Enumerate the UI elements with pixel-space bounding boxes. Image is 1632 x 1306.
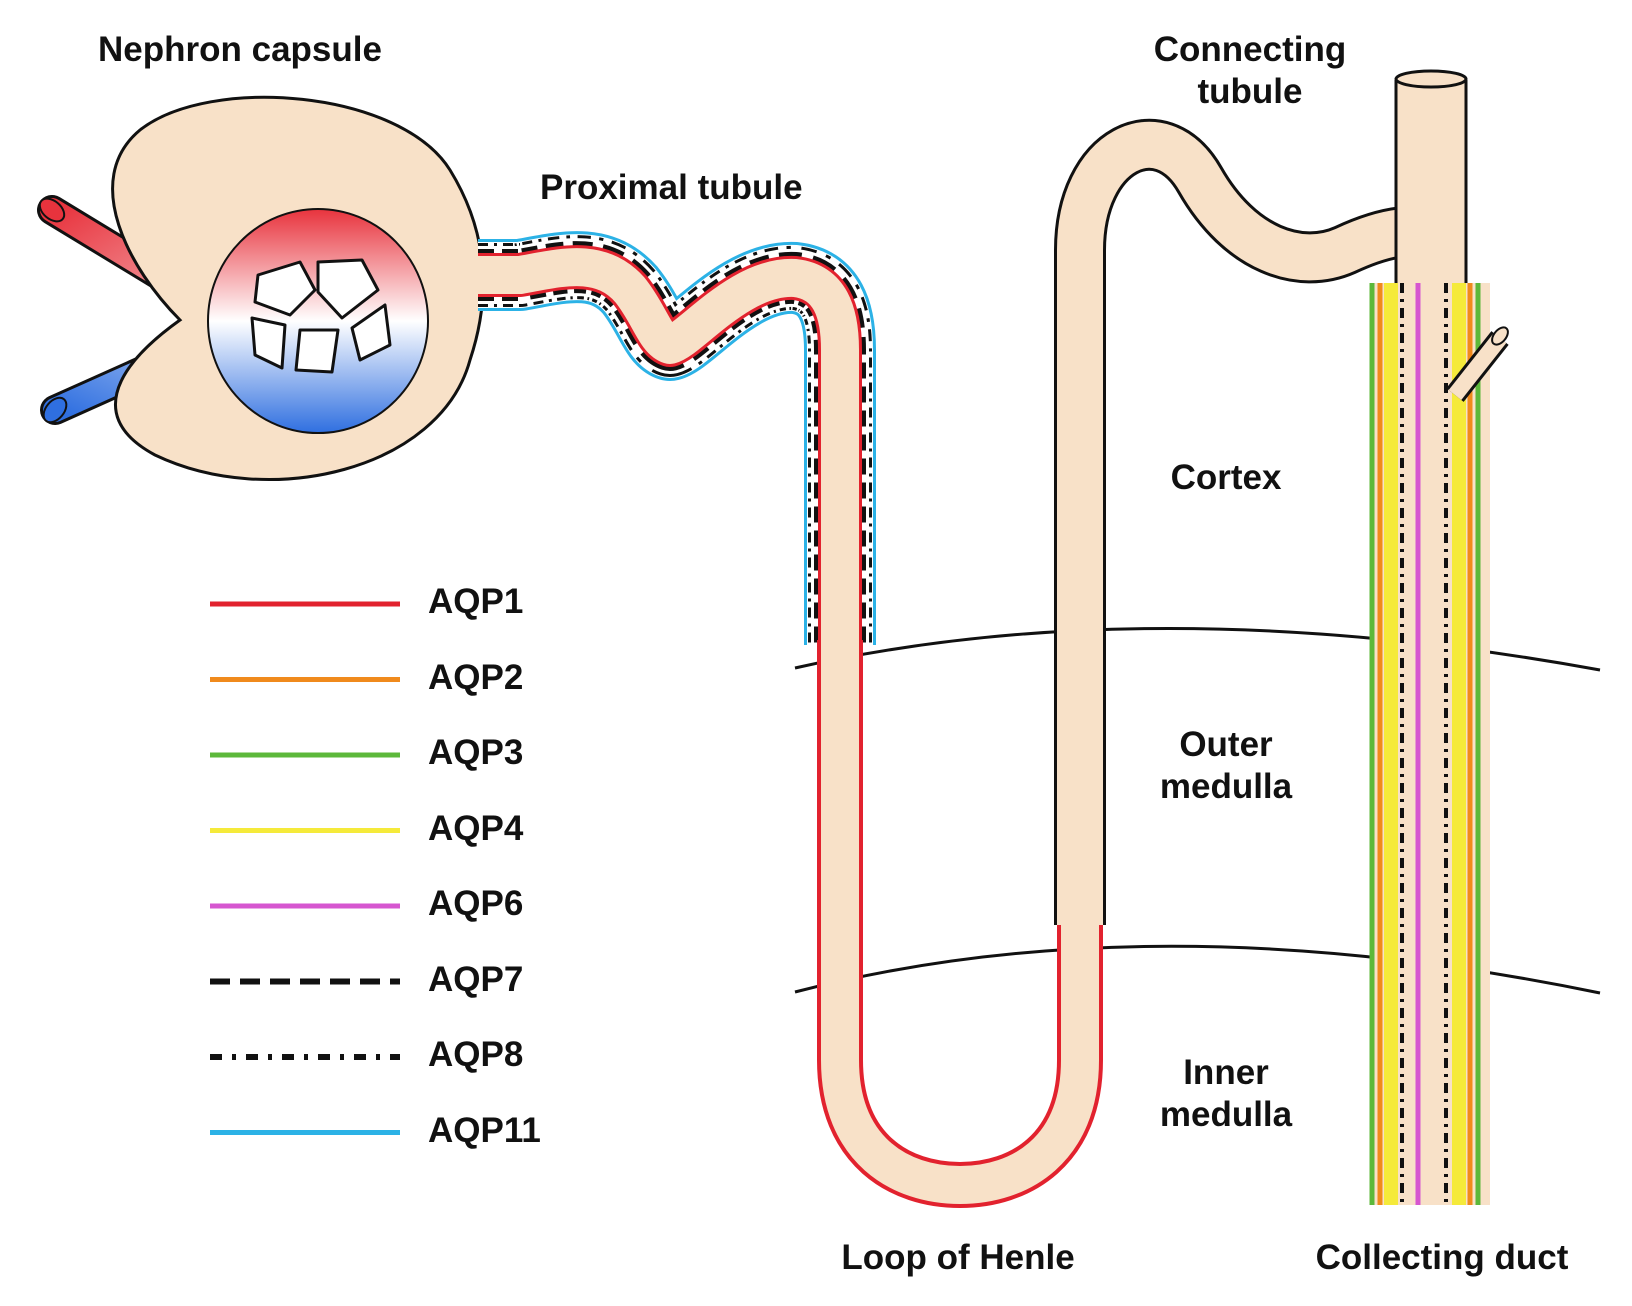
legend: [210, 601, 400, 1135]
label-connecting-tubule-line1: Connecting: [1153, 30, 1347, 69]
label-cortex: Cortex: [1170, 458, 1282, 497]
legend-label-aqp2: AQP2: [428, 657, 524, 697]
legend-label-aqp7: AQP7: [428, 959, 524, 999]
label-loop-of-henle: Loop of Henle: [841, 1238, 1075, 1277]
loop-of-henle: [817, 640, 1103, 1209]
legend-label-aqp11: AQP11: [428, 1110, 541, 1150]
legend-label-aqp1: AQP1: [428, 582, 524, 621]
label-inner-medulla-line1: Inner: [1183, 1053, 1269, 1092]
label-proximal-tubule: Proximal tubule: [540, 168, 803, 207]
glomerular-capillaries: [250, 258, 392, 374]
collecting-duct-top: [1394, 69, 1468, 285]
label-connecting-tubule-line2: tubule: [1197, 72, 1303, 111]
label-outer-medulla-line2: medulla: [1159, 767, 1293, 806]
proximal-tubule: [478, 231, 876, 645]
legend-label-aqp3: AQP3: [428, 733, 524, 772]
legend-label-aqp4: AQP4: [428, 808, 524, 848]
collecting-duct-body: [1369, 283, 1490, 1205]
label-collecting-duct: Collecting duct: [1315, 1238, 1569, 1277]
label-inner-medulla-line2: medulla: [1159, 1095, 1293, 1134]
label-nephron-capsule: Nephron capsule: [98, 30, 382, 69]
glomerulus: [207, 208, 429, 434]
legend-label-aqp8: AQP8: [428, 1035, 524, 1074]
legend-label-aqp6: AQP6: [428, 884, 524, 923]
collecting-duct-branch: [1446, 326, 1509, 402]
ascending-limb-and-connecting-tubule: [1054, 118, 1423, 925]
label-outer-medulla-line1: Outer: [1179, 725, 1273, 764]
